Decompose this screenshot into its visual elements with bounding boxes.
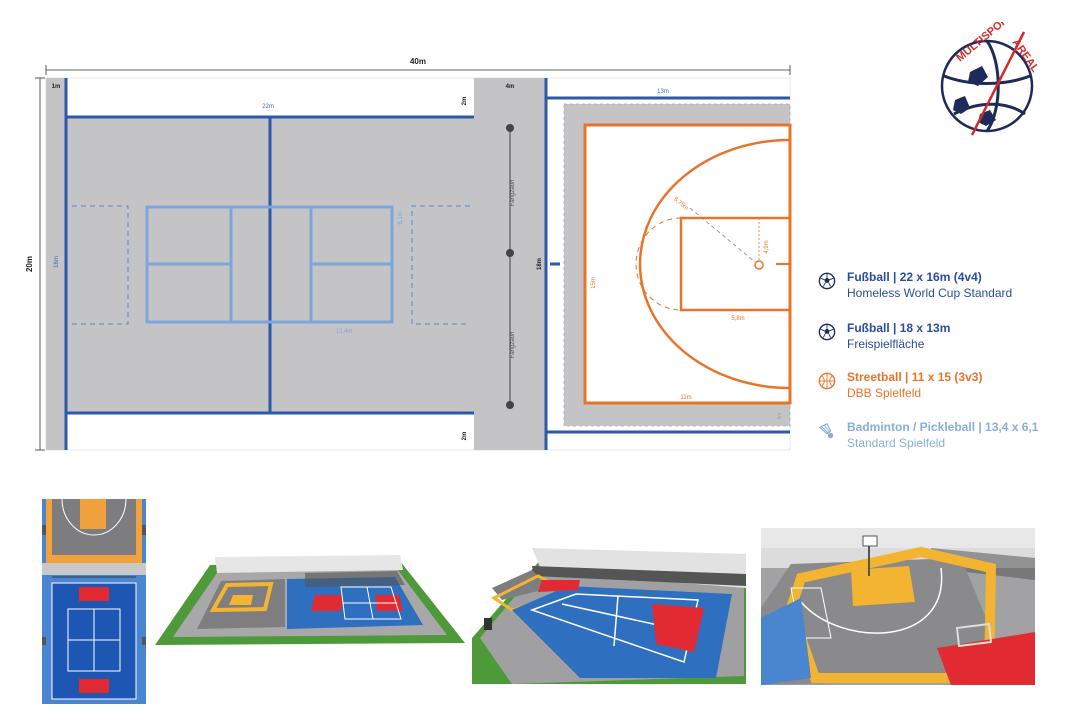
football-width-label: 22m — [262, 104, 274, 110]
legend-item-football-free: Fußball | 18 x 13m Freispielfläche — [818, 321, 1068, 361]
badminton-width-label: 13,4m — [336, 329, 353, 335]
football-icon — [818, 323, 836, 341]
legend-subtitle: Homeless World Cup Standard — [847, 286, 1013, 300]
floor-plan: 40m 20m 1m 16m 22m 2m 2m 13,4m 6,1m 4m F… — [25, 57, 792, 451]
legend-item-badminton: Badminton / Pickleball | 13,4 x 6,1 Stan… — [818, 420, 1068, 460]
total-height-label: 20m — [25, 256, 34, 272]
fence-label-top: Fangzaun — [510, 179, 516, 206]
street-width-label: 13m — [657, 89, 669, 95]
multisport-areal-logo: MULTISPORT AREAL — [940, 22, 1041, 136]
legend-subtitle: Freispielfläche — [847, 337, 925, 351]
small-corner-label: 1m — [777, 413, 783, 420]
court-overview-thumbnail — [155, 515, 465, 655]
legend-title: Fußball | 18 x 13m — [847, 321, 951, 335]
margin-bottom-label: 2m — [462, 432, 468, 441]
margin-top-label: 2m — [462, 97, 468, 106]
legend-subtitle: DBB Spielfeld — [847, 386, 922, 400]
legend-title: Fußball | 22 x 16m (4v4) — [847, 270, 982, 284]
street-height-label: 18m — [537, 258, 543, 270]
key-depth-label: 4,9m — [764, 240, 770, 253]
court-height-label: 15m — [591, 277, 597, 289]
aisle-width-label: 4m — [506, 84, 515, 90]
basketball-icon — [818, 372, 836, 390]
fence-label-bottom: Fangzaun — [510, 331, 516, 358]
football-icon — [818, 272, 836, 290]
shuttlecock-icon — [818, 423, 834, 439]
streetball-court-thumbnail — [761, 528, 1035, 685]
pickleball-court-thumbnail — [472, 528, 746, 684]
key-width-label: 5,8m — [731, 316, 744, 322]
legend-title: Badminton / Pickleball | 13,4 x 6,1 — [847, 420, 1039, 434]
legend-item-streetball: Streetball | 11 x 15 (3v3) DBB Spielfeld — [818, 370, 1068, 410]
legend-item-football-4v4: Fußball | 22 x 16m (4v4) Homeless World … — [818, 270, 1068, 310]
strip-width-label: 1m — [52, 84, 61, 90]
legend-subtitle: Standard Spielfeld — [847, 436, 946, 450]
legend-title: Streetball | 11 x 15 (3v3) — [847, 370, 983, 384]
total-width-label: 40m — [410, 57, 426, 66]
football-height-label: 16m — [54, 256, 60, 268]
court-width-label: 11m — [680, 395, 691, 401]
court-topdown-thumbnail — [42, 499, 146, 704]
badminton-height-label: 6,1m — [398, 211, 404, 224]
